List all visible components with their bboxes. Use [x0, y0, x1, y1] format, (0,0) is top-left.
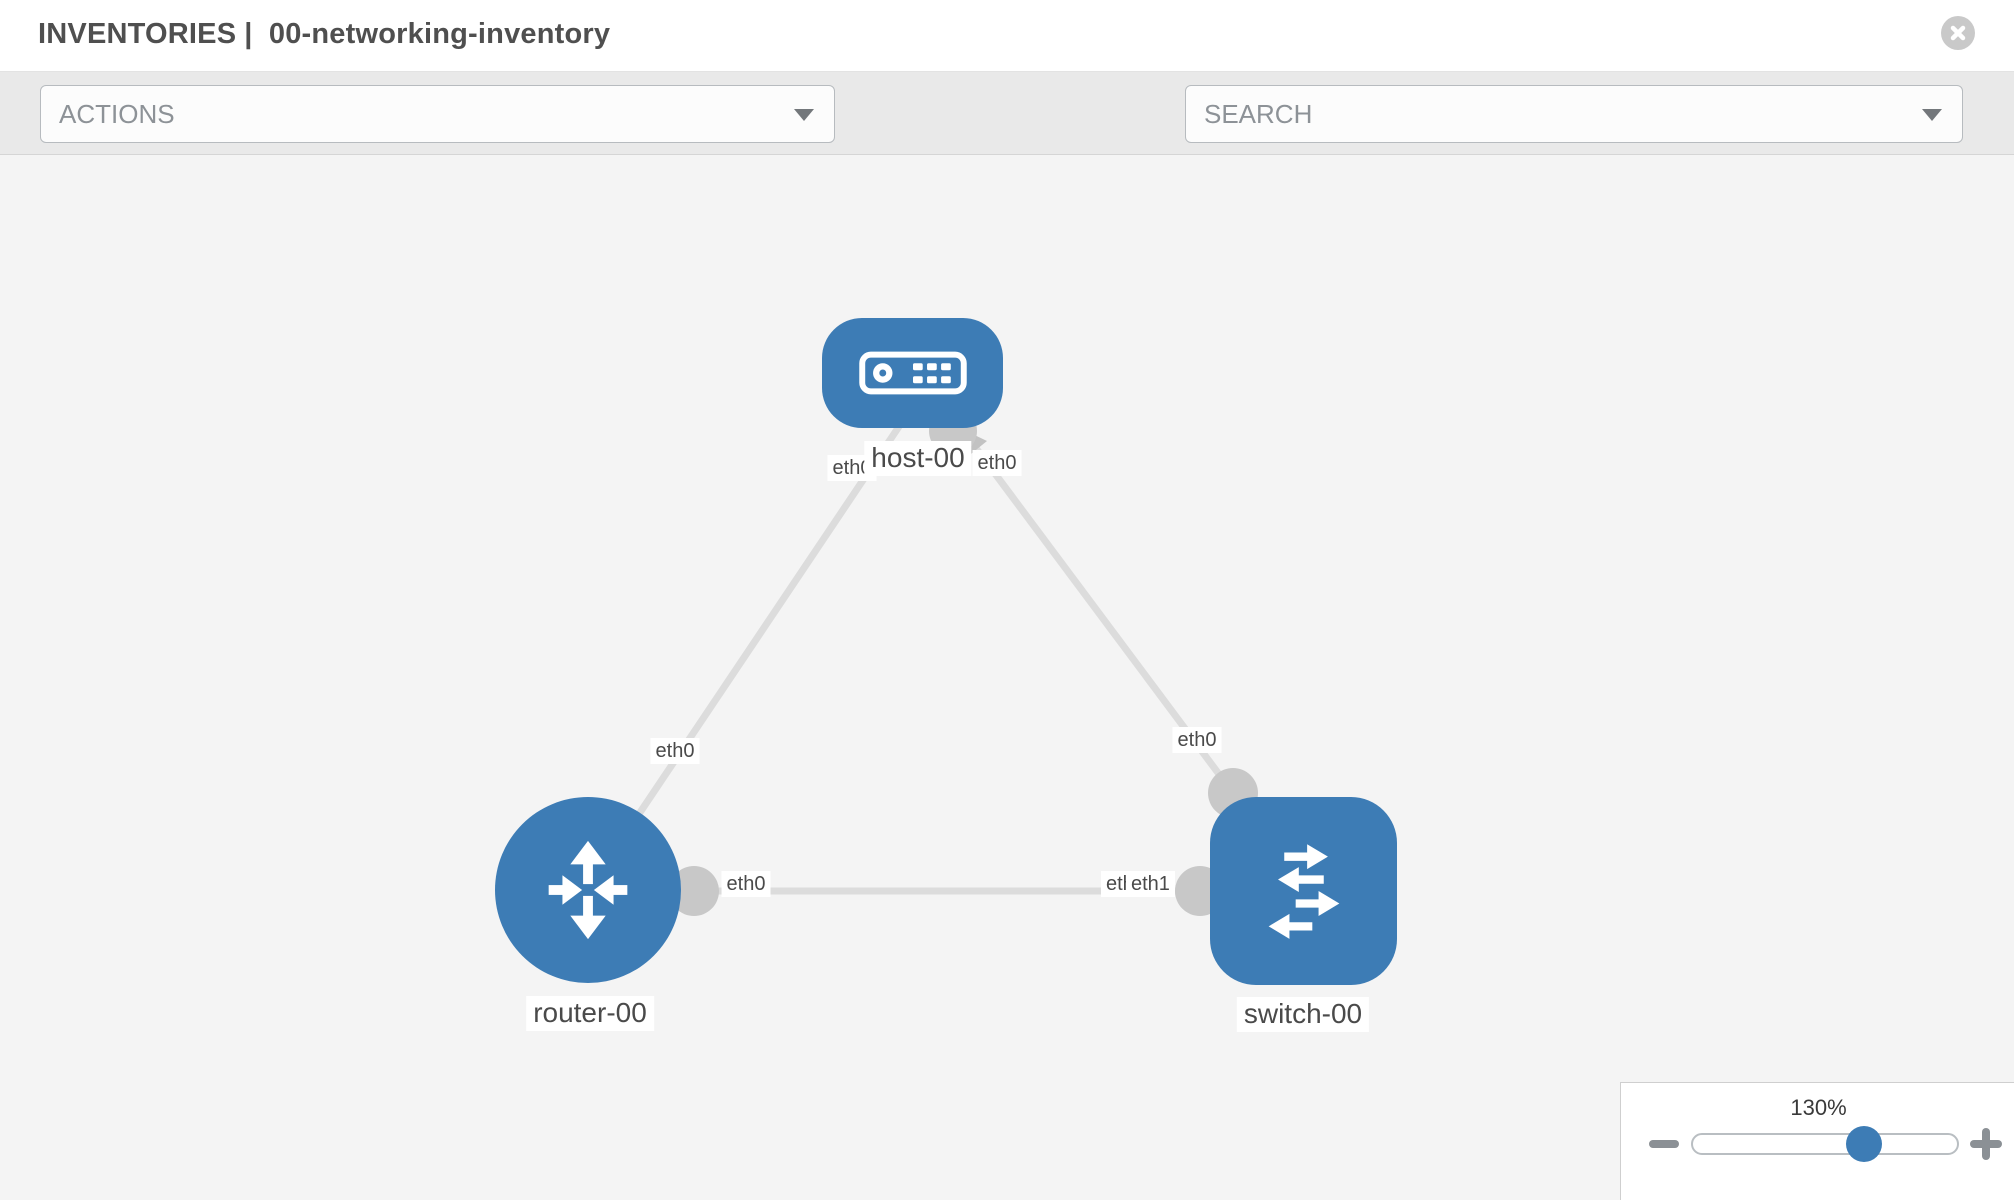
- caret-down-icon: [1922, 109, 1942, 121]
- zoom-in-button plus-icon[interactable]: [1970, 1128, 2002, 1160]
- node-switch-00[interactable]: [1210, 797, 1397, 985]
- search-placeholder: SEARCH: [1204, 99, 1313, 129]
- title-separator: |: [244, 18, 253, 50]
- page-title: INVENTORIES| 00-networking-inventory: [38, 18, 618, 51]
- zoom-slider-track[interactable]: [1691, 1133, 1959, 1155]
- interface-label-host-right: eth0: [972, 450, 1022, 476]
- node-label-switch: switch-00: [1236, 997, 1370, 1032]
- zoom-slider-thumb[interactable]: [1846, 1126, 1882, 1162]
- interface-label-router-top: eth0: [650, 738, 700, 764]
- zoom-level-text: 130%: [1790, 1095, 1847, 1120]
- actions-dropdown[interactable]: ACTIONS: [40, 85, 835, 143]
- header: INVENTORIES| 00-networking-inventory: [0, 0, 2014, 72]
- switch-icon: [1268, 844, 1339, 939]
- title-inventory-name: 00-networking-inventory: [268, 18, 611, 50]
- router-icon: [548, 840, 628, 940]
- interface-label-router-right: eth0: [721, 871, 771, 897]
- host-icon: [858, 351, 967, 395]
- node-router-00[interactable]: [495, 797, 681, 983]
- node-host-00[interactable]: [822, 318, 1003, 428]
- interface-label-switch-top: eth0: [1172, 727, 1222, 753]
- close-icon: [1950, 25, 1966, 41]
- topology-canvas[interactable]: host-00 router-00 switch-00 eth0 eth0 et…: [0, 155, 2014, 1200]
- toolbar: ACTIONS SEARCH: [0, 72, 2014, 212]
- interface-label-switch-left-over: eth1: [1126, 871, 1175, 897]
- router-right-connector: [669, 866, 719, 916]
- plus-icon-bar: [1982, 1128, 1990, 1160]
- caret-down-icon: [794, 109, 814, 121]
- actions-dropdown-label: ACTIONS: [59, 99, 175, 129]
- zoom-control-panel: 130%: [1620, 1082, 2014, 1200]
- node-label-router: router-00: [526, 996, 654, 1031]
- node-label-host: host-00: [864, 441, 972, 476]
- close-button[interactable]: [1941, 16, 1975, 50]
- topology-links-layer: [585, 407, 1302, 916]
- title-section: INVENTORIES: [38, 18, 237, 50]
- zoom-out-button minus-icon[interactable]: [1649, 1140, 1679, 1148]
- search-dropdown[interactable]: SEARCH: [1185, 85, 1963, 143]
